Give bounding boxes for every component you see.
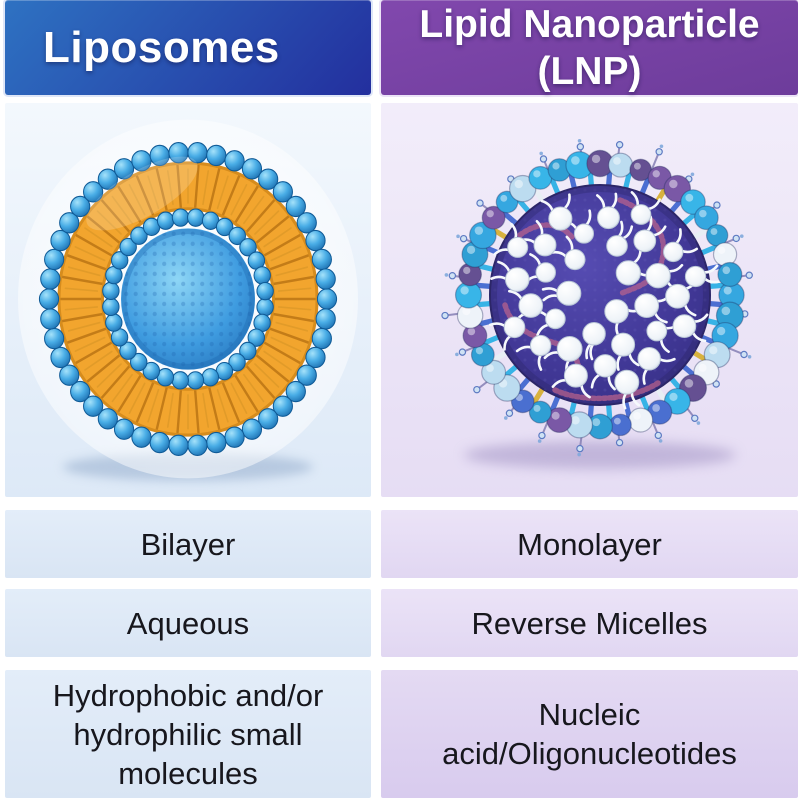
row-cargo-lnp: Nucleic acid/Oligonucleotides <box>381 670 798 798</box>
row-structure-lnp-label: Monolayer <box>517 526 662 562</box>
row-core-lnp: Reverse Micelles <box>381 589 798 657</box>
liposome-illustration <box>18 119 358 481</box>
liposomes-header: Liposomes <box>5 0 371 95</box>
lnp-header: Lipid Nanoparticle (LNP) <box>381 0 798 95</box>
row-core-liposome: Aqueous <box>5 589 371 657</box>
row-structure-lnp: Monolayer <box>381 510 798 578</box>
liposome-panel <box>5 103 371 497</box>
row-structure-liposome-label: Bilayer <box>140 526 236 562</box>
row-core-lnp-label: Reverse Micelles <box>471 605 708 641</box>
row-cargo-liposome-label: Hydrophobic and/or hydrophilic small mol… <box>52 677 324 791</box>
lnp-title: Lipid Nanoparticle (LNP) <box>419 2 760 93</box>
row-cargo-liposome: Hydrophobic and/or hydrophilic small mol… <box>5 670 371 798</box>
lnp-illustration <box>441 139 753 469</box>
row-cargo-lnp-label: Nucleic acid/Oligonucleotides <box>442 697 737 771</box>
row-core-liposome-label: Aqueous <box>126 605 250 641</box>
lnp-panel <box>381 103 798 497</box>
row-structure-liposome: Bilayer <box>5 510 371 578</box>
liposomes-title: Liposomes <box>43 22 280 72</box>
